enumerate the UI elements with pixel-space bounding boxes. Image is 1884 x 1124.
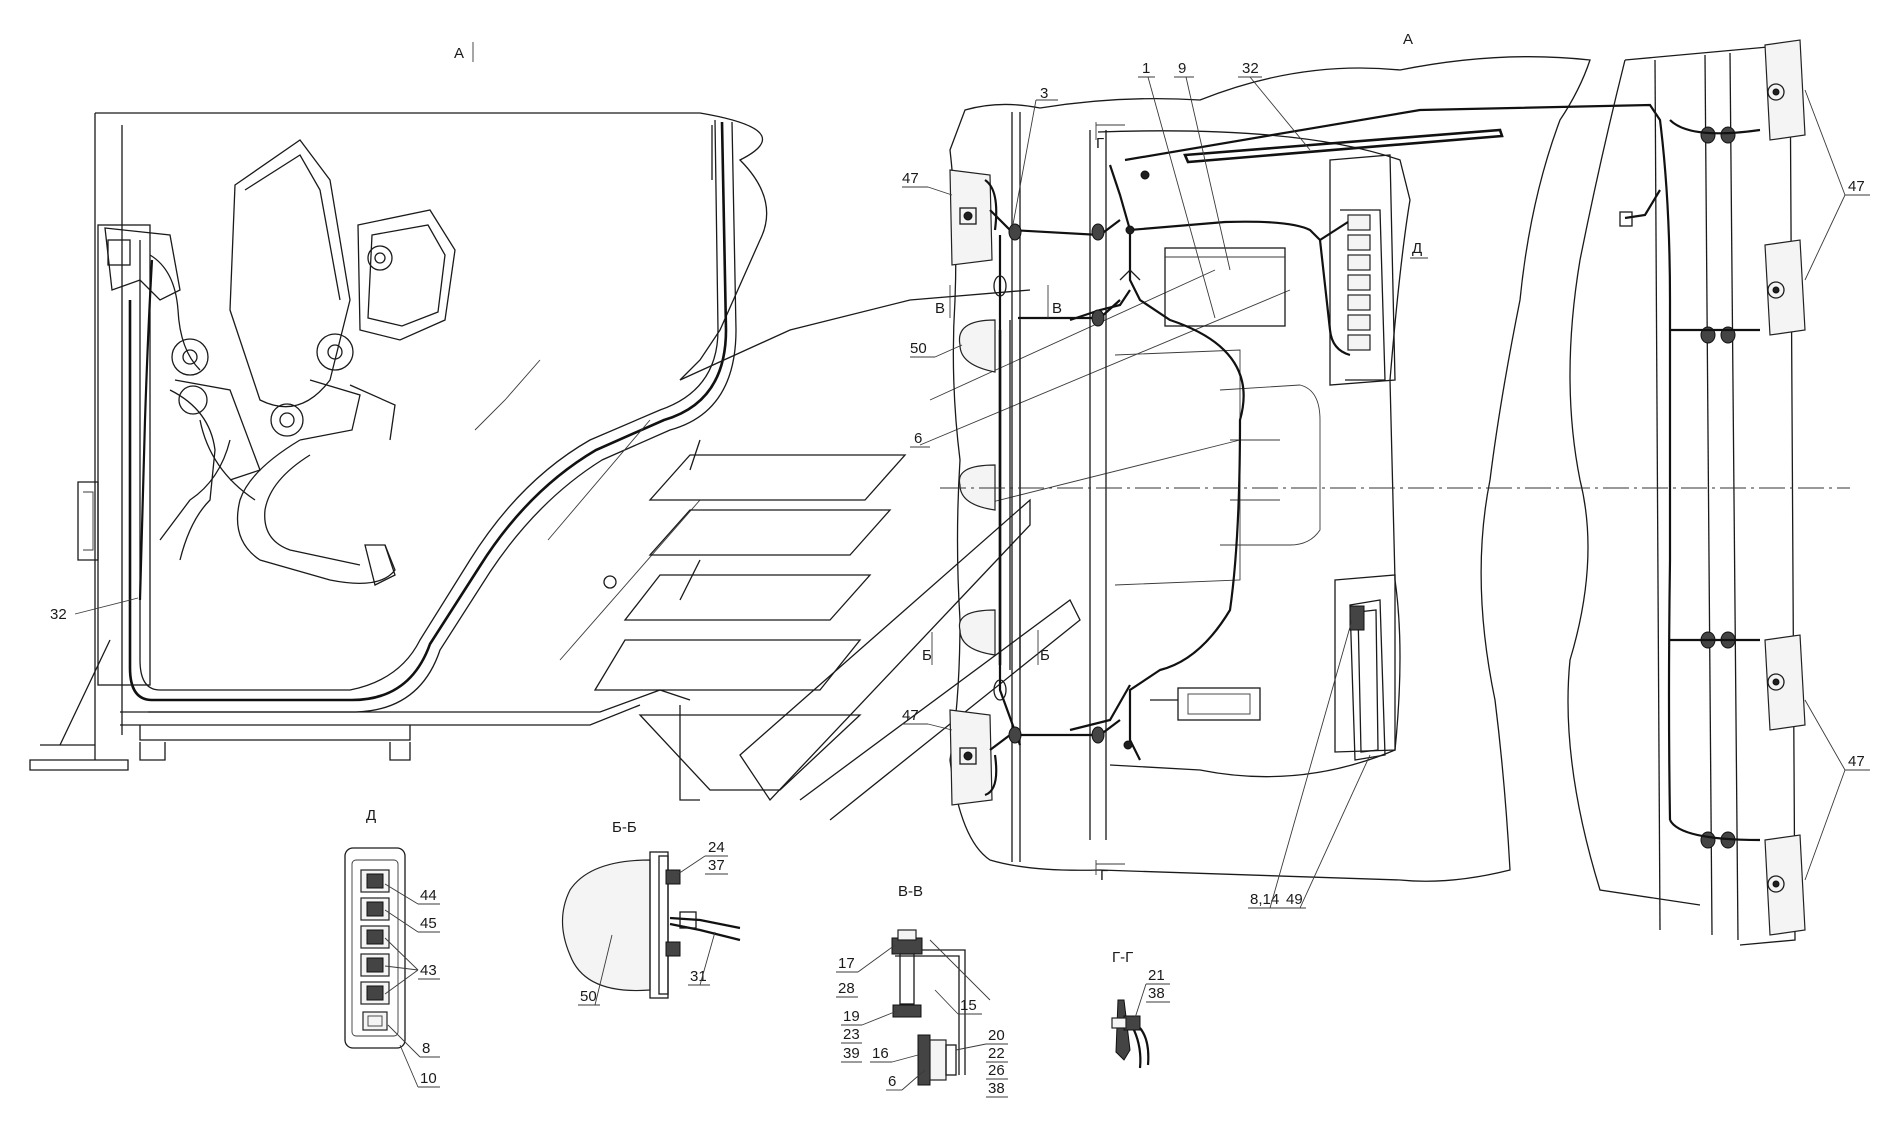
- callout-31: 31: [690, 968, 707, 985]
- callout-3: 3: [1040, 85, 1048, 102]
- cut-mark-b-left: Б: [922, 647, 932, 664]
- section-v-v-title: В-В: [898, 883, 923, 900]
- callout-19: 19: [843, 1008, 860, 1025]
- cut-mark-v-right: В: [1052, 300, 1062, 317]
- callout-45: 45: [420, 915, 437, 932]
- section-g-g: Г-Г 21 38: [1111, 949, 1170, 1069]
- callout-6: 6: [914, 430, 922, 447]
- callout-47-top-right: 47: [1848, 178, 1865, 195]
- section-b-b: Б-Б 24 37 31 50: [561, 819, 741, 1006]
- callout-49: 49: [1286, 891, 1303, 908]
- callout-17: 17: [838, 955, 855, 972]
- terminal-block: [1318, 209, 1386, 381]
- callout-43: 43: [420, 962, 437, 979]
- lamp-47-mid-right: [1670, 239, 1806, 344]
- callout-9: 9: [1178, 60, 1186, 77]
- callout-32-left: 32: [50, 606, 67, 623]
- bridging-guide-lines: [593, 269, 1291, 821]
- callout-44: 44: [420, 887, 437, 904]
- section-b-b-title: Б-Б: [612, 819, 637, 836]
- callout-23: 23: [843, 1026, 860, 1043]
- callout-6-vv: 6: [888, 1073, 896, 1090]
- lamp-47-lower-right: [1670, 631, 1806, 731]
- view-a-left: А: [29, 42, 768, 771]
- cut-mark-g-bottom: Г: [1100, 867, 1108, 884]
- view-d-title: Д: [366, 807, 376, 824]
- callout-8: 8: [422, 1040, 430, 1057]
- callout-38-vv: 38: [988, 1080, 1005, 1097]
- callout-24: 24: [708, 839, 725, 856]
- lamp-47-bottom-right: [1669, 819, 1806, 936]
- callout-8-14: 8,14: [1250, 891, 1279, 908]
- callout-15: 15: [960, 997, 977, 1014]
- cut-mark-v-left: В: [935, 300, 945, 317]
- callout-22: 22: [988, 1045, 1005, 1062]
- lamp-47-bottom-left: [949, 709, 1121, 806]
- callout-38-gg: 38: [1148, 985, 1165, 1002]
- view-a-left-title: А: [454, 45, 464, 62]
- callout-50: 50: [910, 340, 927, 357]
- callout-47-bottom-right: 47: [1848, 753, 1865, 770]
- lamp-column-50: [958, 275, 1021, 701]
- callout-28: 28: [838, 980, 855, 997]
- callout-37: 37: [708, 857, 725, 874]
- callout-20: 20: [988, 1027, 1005, 1044]
- callout-47-bottom-left: 47: [902, 707, 919, 724]
- cut-mark-d: Д: [1412, 240, 1422, 257]
- callout-16: 16: [872, 1045, 889, 1062]
- lamp-47-top-right: [1669, 39, 1806, 144]
- section-g-g-title: Г-Г: [1112, 949, 1133, 966]
- view-a-right-title: А: [1403, 31, 1413, 48]
- callout-10: 10: [420, 1070, 437, 1087]
- callout-21: 21: [1148, 967, 1165, 984]
- view-d: Д 44 45 43 8 10: [344, 807, 440, 1088]
- callout-26: 26: [988, 1062, 1005, 1079]
- callout-47-top-left: 47: [902, 170, 919, 187]
- callout-1: 1: [1142, 60, 1150, 77]
- cut-mark-g-top: Г: [1096, 135, 1104, 152]
- lamp-47-top-left: [949, 169, 1121, 266]
- callout-39: 39: [843, 1045, 860, 1062]
- callout-32-top: 32: [1242, 60, 1259, 77]
- cut-mark-b-right: Б: [1040, 647, 1050, 664]
- callout-50-bb: 50: [580, 988, 597, 1005]
- section-v-v: В-В 17 28 15 19 23 39 16 20 22 26: [836, 883, 1008, 1098]
- view-a-right: А: [902, 31, 1870, 946]
